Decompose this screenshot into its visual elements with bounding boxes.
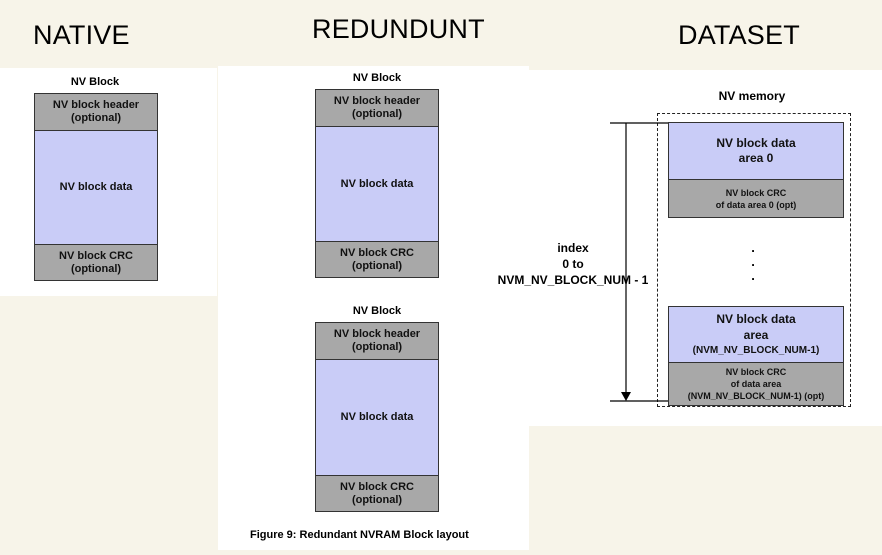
crc0-line2: of data area 0 (opt) bbox=[715, 199, 797, 210]
redundant-panel: NV Block NV block header (optional) NV b… bbox=[218, 66, 529, 550]
ellipsis-dot-2: . bbox=[751, 254, 755, 269]
crc-area-last: NV block CRC of data area (NVM_NV_BLOCK_… bbox=[668, 362, 844, 406]
crcN-line3: (NVM_NV_BLOCK_NUM-1) (opt) bbox=[687, 391, 825, 401]
heading-redundant: REDUNDUNT bbox=[312, 14, 485, 44]
nv-memory-title: NV memory bbox=[718, 89, 786, 103]
area0-line2: area 0 bbox=[738, 151, 774, 165]
index-line1: index bbox=[557, 241, 589, 255]
redundant-block-1-header: NV block header (optional) bbox=[315, 89, 439, 127]
figure-caption: Figure 9: Redundant NVRAM Block layout bbox=[250, 529, 469, 541]
index-line2: 0 to bbox=[562, 257, 584, 271]
redundant-block-1-crc: NV block CRC (optional) bbox=[315, 241, 439, 278]
area0-line1: NV block data bbox=[716, 136, 796, 150]
redundant-block-2-crc: NV block CRC (optional) bbox=[315, 475, 439, 512]
native-data-label: NV block data bbox=[59, 181, 133, 193]
redundant-2-crc-line1: NV block CRC bbox=[340, 480, 414, 493]
index-line3: NVM_NV_BLOCK_NUM - 1 bbox=[497, 273, 649, 287]
redundant-2-header-line1: NV block header bbox=[333, 328, 421, 340]
crc0-line1: NV block CRC bbox=[725, 187, 787, 198]
redundant-1-crc-line2: (optional) bbox=[351, 259, 403, 272]
redundant-block-1-title: NV Block bbox=[352, 72, 402, 84]
crc-area-0: NV block CRC of data area 0 (opt) bbox=[668, 179, 844, 218]
crcN-line2: of data area bbox=[730, 379, 782, 389]
redundant-block-2-title: NV Block bbox=[352, 305, 402, 317]
areaN-line2: area bbox=[743, 327, 769, 342]
areaN-line3: (NVM_NV_BLOCK_NUM-1) bbox=[692, 344, 820, 356]
native-header-line1: NV block header bbox=[52, 99, 140, 111]
crcN-line1: NV block CRC bbox=[725, 367, 787, 377]
data-area-0: NV block data area 0 bbox=[668, 122, 844, 180]
native-crc-line2: (optional) bbox=[70, 262, 122, 275]
ellipsis-dot-1: . bbox=[751, 240, 755, 255]
heading-dataset: DATASET bbox=[678, 20, 800, 50]
index-label: index 0 to NVM_NV_BLOCK_NUM - 1 bbox=[488, 240, 658, 288]
redundant-block-1-data: NV block data bbox=[315, 126, 439, 242]
index-range-arrow bbox=[610, 122, 668, 402]
redundant-1-header-line1: NV block header bbox=[333, 95, 421, 107]
redundant-block-2-data: NV block data bbox=[315, 359, 439, 476]
native-block-crc: NV block CRC (optional) bbox=[34, 244, 158, 281]
redundant-block-2-header: NV block header (optional) bbox=[315, 322, 439, 360]
native-crc-line1: NV block CRC bbox=[59, 249, 133, 262]
ellipsis-dot-3: . bbox=[751, 268, 755, 283]
native-block-title: NV Block bbox=[70, 76, 120, 88]
redundant-1-crc-line1: NV block CRC bbox=[340, 246, 414, 259]
redundant-2-header-line2: (optional) bbox=[351, 341, 403, 353]
native-block-header: NV block header (optional) bbox=[34, 93, 158, 131]
data-area-last: NV block data area (NVM_NV_BLOCK_NUM-1) bbox=[668, 306, 844, 363]
redundant-2-crc-line2: (optional) bbox=[351, 493, 403, 506]
redundant-1-header-line2: (optional) bbox=[351, 108, 403, 120]
heading-native: NATIVE bbox=[33, 20, 130, 50]
nv-memory-frame bbox=[657, 113, 851, 407]
redundant-1-data-label: NV block data bbox=[340, 177, 414, 190]
dataset-panel: NV memory NV block data area 0 NV block … bbox=[529, 70, 882, 426]
native-panel: NV Block NV block header (optional) NV b… bbox=[0, 68, 217, 296]
native-header-line2: (optional) bbox=[70, 112, 122, 124]
native-block-data: NV block data bbox=[34, 130, 158, 245]
areaN-line1: NV block data bbox=[716, 311, 796, 326]
redundant-2-data-label: NV block data bbox=[340, 411, 414, 423]
